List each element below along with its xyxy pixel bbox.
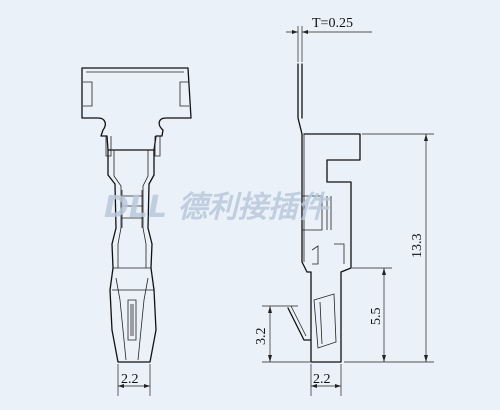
front-view: 2.2 <box>81 67 192 396</box>
brand-watermark: DLL 德利接插件 <box>104 190 331 225</box>
crimp-height-label: 5.5 <box>369 308 384 326</box>
side-width-label: 2.2 <box>313 372 331 387</box>
total-height-label: 13.3 <box>410 234 425 259</box>
front-width-label: 2.2 <box>121 372 139 387</box>
insulation-height-label: 3.2 <box>254 328 269 346</box>
thickness-label: T=0.25 <box>312 16 353 31</box>
side-view: T=0.25 13.3 5.5 3.2 2.2 <box>254 16 434 396</box>
